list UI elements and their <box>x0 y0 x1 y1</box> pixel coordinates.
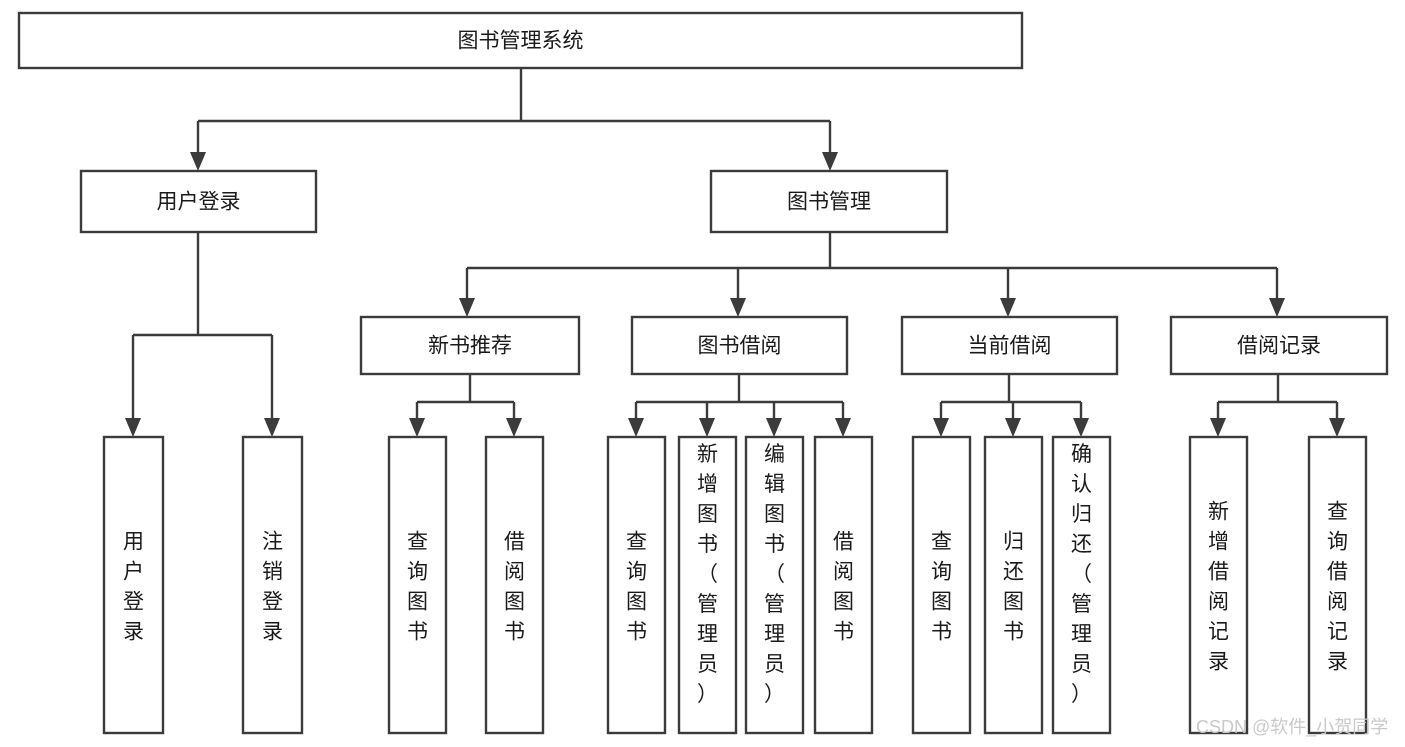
node-borrow-record-label: 借阅记录 <box>1237 335 1321 358</box>
node-leaf-add-record-label: 新增借阅记录 <box>1208 500 1229 673</box>
node-leaf-query-record-label: 查询借阅记录 <box>1327 500 1348 673</box>
current-borrow-branch-2-arrowhead <box>1073 418 1089 437</box>
node-new-book-rec-box[interactable] <box>359 315 581 376</box>
node-leaf-user-login-label: 用户登录 <box>123 530 144 643</box>
node-leaf-borrow-book-1-label: 借阅图书 <box>504 530 525 643</box>
current-borrow-branch-0-arrowhead <box>933 418 949 437</box>
node-user-login-box[interactable] <box>79 169 318 234</box>
new-book-rec-branch-0-arrowhead <box>409 418 425 437</box>
borrow-record-branch-1-arrowhead <box>1329 418 1345 437</box>
user-login-branch-1-arrowhead <box>264 418 280 437</box>
node-leaf-query-book-3-label: 查询图书 <box>931 530 952 643</box>
node-leaf-query-book-1-box[interactable] <box>387 435 448 735</box>
node-leaf-confirm-return-box[interactable] <box>1051 435 1112 735</box>
node-leaf-query-record[interactable]: 查询借阅记录 <box>1307 435 1368 735</box>
node-leaf-user-login-box[interactable] <box>102 435 165 735</box>
node-leaf-confirm-return[interactable]: 确认归还（管理员） <box>1051 435 1112 735</box>
book-manage-branch-1-arrowhead <box>730 298 746 317</box>
new-book-rec-branch-1-arrowhead <box>506 418 522 437</box>
node-leaf-query-book-1-label: 查询图书 <box>407 530 428 643</box>
node-current-borrow[interactable]: 当前借阅 <box>900 315 1119 376</box>
book-borrow-branch-1-arrowhead <box>699 418 715 437</box>
node-leaf-query-book-3[interactable]: 查询图书 <box>911 435 972 735</box>
node-leaf-logout-box[interactable] <box>241 435 304 735</box>
node-leaf-add-record[interactable]: 新增借阅记录 <box>1188 435 1249 735</box>
connectors-layer <box>125 68 1345 437</box>
root-branch-1-arrowhead <box>822 152 838 171</box>
node-book-borrow-label: 图书借阅 <box>698 335 782 358</box>
book-manage-branch-0-arrowhead <box>459 298 475 317</box>
node-leaf-edit-book-box[interactable] <box>744 435 805 735</box>
node-leaf-return-book-box[interactable] <box>983 435 1044 735</box>
book-borrow-branch-0-arrowhead <box>628 418 644 437</box>
node-user-login-label: 用户登录 <box>157 191 241 214</box>
book-borrow-branch-2-arrowhead <box>766 418 782 437</box>
node-book-manage[interactable]: 图书管理 <box>709 169 949 234</box>
node-leaf-query-book-3-box[interactable] <box>911 435 972 735</box>
node-leaf-borrow-book-2-label: 借阅图书 <box>833 530 854 643</box>
node-leaf-add-record-box[interactable] <box>1188 435 1249 735</box>
node-book-manage-label: 图书管理 <box>787 191 871 214</box>
node-leaf-edit-book-label: 编辑图书（管理员） <box>764 443 785 706</box>
book-manage-branch-2-arrowhead <box>1000 298 1016 317</box>
node-current-borrow-box[interactable] <box>900 315 1119 376</box>
node-leaf-borrow-book-1-box[interactable] <box>484 435 545 735</box>
node-leaf-borrow-book-2-box[interactable] <box>813 435 874 735</box>
book-borrow-branch-3-arrowhead <box>835 418 851 437</box>
node-leaf-borrow-book-1[interactable]: 借阅图书 <box>484 435 545 735</box>
node-leaf-borrow-book-2[interactable]: 借阅图书 <box>813 435 874 735</box>
node-leaf-user-login[interactable]: 用户登录 <box>102 435 165 735</box>
node-root-system-label: 图书管理系统 <box>458 30 584 53</box>
node-root-system[interactable]: 图书管理系统 <box>17 11 1024 70</box>
user-login-branch-0-arrowhead <box>125 418 141 437</box>
borrow-record-branch-0-arrowhead <box>1210 418 1226 437</box>
node-leaf-query-record-box[interactable] <box>1307 435 1368 735</box>
node-leaf-query-book-2-label: 查询图书 <box>626 530 647 643</box>
node-leaf-return-book-label: 归还图书 <box>1003 530 1024 643</box>
node-leaf-edit-book[interactable]: 编辑图书（管理员） <box>744 435 805 735</box>
node-leaf-add-book-label: 新增图书（管理员） <box>697 443 718 706</box>
node-leaf-add-book-box[interactable] <box>677 435 738 735</box>
node-leaf-query-book-2-box[interactable] <box>606 435 667 735</box>
node-root-system-box[interactable] <box>17 11 1024 70</box>
node-new-book-rec[interactable]: 新书推荐 <box>359 315 581 376</box>
node-leaf-return-book[interactable]: 归还图书 <box>983 435 1044 735</box>
root-branch-0-arrowhead <box>190 152 206 171</box>
node-current-borrow-label: 当前借阅 <box>968 335 1052 358</box>
node-book-borrow-box[interactable] <box>630 315 849 376</box>
node-borrow-record[interactable]: 借阅记录 <box>1169 315 1389 376</box>
node-leaf-query-book-1[interactable]: 查询图书 <box>387 435 448 735</box>
node-new-book-rec-label: 新书推荐 <box>428 335 512 358</box>
node-borrow-record-box[interactable] <box>1169 315 1389 376</box>
node-leaf-logout-label: 注销登录 <box>262 530 283 643</box>
node-book-borrow[interactable]: 图书借阅 <box>630 315 849 376</box>
node-leaf-confirm-return-label: 确认归还（管理员） <box>1071 443 1092 706</box>
node-leaf-query-book-2[interactable]: 查询图书 <box>606 435 667 735</box>
book-manage-branch-3-arrowhead <box>1269 298 1285 317</box>
node-leaf-add-book[interactable]: 新增图书（管理员） <box>677 435 738 735</box>
node-leaf-logout[interactable]: 注销登录 <box>241 435 304 735</box>
csdn-watermark: CSDN @软件_小贺同学 <box>1196 717 1388 738</box>
nodes-layer: 图书管理系统用户登录图书管理新书推荐图书借阅当前借阅借阅记录用户登录注销登录查询… <box>17 11 1389 735</box>
current-borrow-branch-1-arrowhead <box>1005 418 1021 437</box>
node-user-login[interactable]: 用户登录 <box>79 169 318 234</box>
node-book-manage-box[interactable] <box>709 169 949 234</box>
